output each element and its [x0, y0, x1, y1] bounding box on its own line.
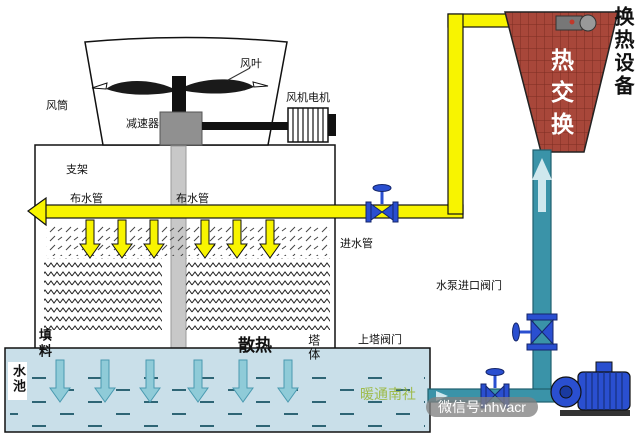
- fill-pack-left: [44, 258, 162, 330]
- label-spray-pipe-left: 布水管: [70, 193, 103, 205]
- circulation-pump: [550, 361, 631, 416]
- watermark-brand: 暖通南社: [360, 386, 416, 402]
- fan-assembly: [91, 67, 336, 146]
- exchanger-top-fitting: [555, 14, 597, 32]
- label-duct: 风筒: [46, 100, 68, 112]
- fan-motor: [287, 107, 336, 143]
- label-support: 支架: [66, 164, 88, 176]
- inlet-valve: [365, 184, 399, 223]
- pool-ripples: [10, 372, 425, 428]
- pump-inlet-valve: [512, 313, 558, 351]
- label-pool: 水池: [8, 362, 27, 400]
- fan-hub: [172, 76, 186, 118]
- label-tower-valve: 上塔阀门: [358, 334, 402, 346]
- flow-arrow-left-icon: [26, 196, 47, 227]
- spray-header-pipe: [26, 196, 464, 227]
- label-spray-pipe-right: 布水管: [176, 193, 209, 205]
- label-fan-blade: 风叶: [240, 58, 262, 70]
- label-pump-inlet-valve: 水泵进口阀门: [436, 280, 502, 292]
- water-pool: [4, 347, 431, 433]
- label-inlet-pipe: 进水管: [340, 238, 373, 250]
- watermark-wechat: 微信号:nhvacr: [426, 397, 538, 418]
- spray-arrows: [79, 219, 281, 259]
- reducer-box: [159, 111, 203, 146]
- label-heat-exchange-equipment: 换热设备: [611, 6, 633, 98]
- label-heat-exchange: 热交换: [547, 48, 574, 144]
- fan-blade-right-icon: [186, 79, 254, 94]
- drive-link: [202, 122, 288, 130]
- heat-exchanger: [504, 11, 619, 153]
- label-fan-motor: 风机电机: [286, 92, 330, 104]
- pool-flow-arrows: [49, 359, 299, 403]
- label-heat-dissipation: 散热: [238, 336, 272, 355]
- fan-blade-left-icon: [106, 80, 172, 95]
- fill-pack-right: [186, 258, 330, 330]
- label-reducer: 减速器: [126, 118, 159, 130]
- flow-arrow-up-icon: [532, 158, 552, 212]
- label-tower-body: 塔体: [306, 334, 321, 362]
- label-fill: 填料: [36, 328, 52, 360]
- fan-blade-leader-line: [227, 67, 251, 81]
